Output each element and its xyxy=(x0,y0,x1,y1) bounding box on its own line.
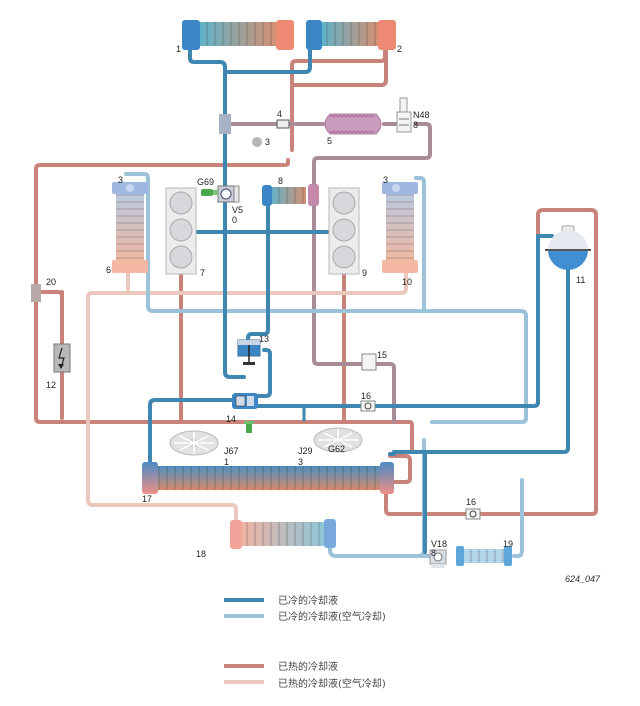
pipe-cooled-from-1 xyxy=(188,46,246,379)
component-15-valve xyxy=(361,353,377,371)
label-j67: J67 xyxy=(224,446,239,456)
purple-pipes xyxy=(228,122,432,424)
pipe-heated-17-right xyxy=(388,454,412,484)
component-18-cooler xyxy=(230,519,336,549)
label-n48-sub: 8 xyxy=(413,120,418,130)
legend-swatch-heated xyxy=(224,664,264,668)
label-19: 19 xyxy=(503,539,513,549)
label-3-upper: 3 xyxy=(265,137,270,147)
label-9: 9 xyxy=(362,268,367,278)
label-3-left: 3 xyxy=(118,175,123,185)
pipe-cooled-main xyxy=(256,234,540,408)
component-1-heat-exchanger xyxy=(182,20,294,50)
label-16-upper: 16 xyxy=(361,391,371,401)
pipe-cooled-to-17 xyxy=(148,398,234,468)
component-4-check-valve xyxy=(276,119,290,129)
component-3-restrictor xyxy=(252,137,262,147)
component-v18-pump xyxy=(429,549,447,568)
component-n48-valve xyxy=(396,97,412,133)
component-17-main-radiator xyxy=(142,462,394,494)
label-v18: V18 xyxy=(431,539,447,549)
label-6: 6 xyxy=(106,265,111,275)
label-17: 17 xyxy=(142,494,152,504)
pipe-heated-to-11 xyxy=(384,208,598,516)
label-j67-sub: 1 xyxy=(224,457,229,467)
component-19-cooler xyxy=(456,546,512,566)
label-v5-sub: 0 xyxy=(232,215,237,225)
component-10-cooler xyxy=(382,182,418,273)
component-labels: 1 2 3 4 5 N48 8 3 G69 V5 0 8 3 6 7 9 10 … xyxy=(46,44,601,584)
label-j29: J29 xyxy=(298,446,313,456)
label-2: 2 xyxy=(397,44,402,54)
legend-item-heated: 已热的冷却液 xyxy=(224,660,338,673)
label-3-right: 3 xyxy=(383,175,388,185)
component-16-check-valve-upper xyxy=(360,400,376,412)
label-n48: N48 xyxy=(413,110,430,120)
component-8-heat-exchanger xyxy=(262,184,319,206)
label-g69: G69 xyxy=(197,177,214,187)
label-16-lower: 16 xyxy=(466,497,476,507)
component-v5-pump xyxy=(217,185,240,203)
heated-air-pipes xyxy=(86,270,408,522)
label-14: 14 xyxy=(226,414,236,424)
label-g62: G62 xyxy=(328,444,345,454)
figure-id: 624_047 xyxy=(565,574,601,584)
component-9-engine-bank xyxy=(328,187,360,275)
component-g69-sensor xyxy=(201,189,218,196)
pipe-heated-from-2 xyxy=(290,46,388,87)
radiator-fan-left xyxy=(169,430,219,456)
component-5-heater-core xyxy=(324,113,382,135)
label-v5: V5 xyxy=(232,205,243,215)
label-20: 20 xyxy=(46,277,56,287)
legend-swatch-cooled-air xyxy=(224,614,264,618)
pipe-heated-from-1 xyxy=(290,46,387,152)
component-14-pump xyxy=(232,393,258,433)
legend-label-heated-air: 已热的冷却液(空气冷却) xyxy=(278,677,386,690)
pipe-heated-12-loop xyxy=(40,290,64,298)
pipe-cooled-from-11 xyxy=(392,266,570,454)
label-7: 7 xyxy=(200,268,205,278)
legend-label-cooled-air: 已冷的冷却液(空气冷却) xyxy=(278,610,386,623)
component-13-valve xyxy=(237,339,261,365)
label-5: 5 xyxy=(327,136,332,146)
component-2-heat-exchanger xyxy=(306,20,396,50)
legend-label-cooled: 已冷的冷却液 xyxy=(278,594,338,607)
label-15: 15 xyxy=(377,350,387,360)
label-12: 12 xyxy=(46,380,56,390)
label-v18-sub: 8 xyxy=(431,548,436,558)
label-18: 18 xyxy=(196,549,206,559)
component-11-expansion-tank xyxy=(545,225,591,270)
component-20-connector xyxy=(31,284,41,302)
label-1: 1 xyxy=(176,44,181,54)
component-7-engine-bank xyxy=(165,187,197,275)
component-16-check-valve-lower xyxy=(465,508,481,520)
label-8: 8 xyxy=(278,176,283,186)
label-11: 11 xyxy=(576,275,585,285)
label-j29-sub: 3 xyxy=(298,457,303,467)
component-6-cooler xyxy=(112,182,148,273)
cooled-coolant-pipes xyxy=(148,46,570,554)
legend-item-heated-air: 已热的冷却液(空气冷却) xyxy=(224,677,386,690)
label-4: 4 xyxy=(277,109,282,119)
component-12-electric-heater xyxy=(53,343,71,373)
legend-label-heated: 已热的冷却液 xyxy=(278,660,338,673)
t-connector xyxy=(219,114,231,134)
legend-swatch-heated-air xyxy=(224,680,264,684)
legend-item-cooled: 已冷的冷却液 xyxy=(224,594,338,607)
legend-swatch-cooled xyxy=(224,598,264,602)
label-10: 10 xyxy=(402,277,412,287)
label-13: 13 xyxy=(259,334,269,344)
radiator-fan-right xyxy=(313,427,363,453)
legend-item-cooled-air: 已冷的冷却液(空气冷却) xyxy=(224,610,386,623)
legend: 已冷的冷却液 已冷的冷却液(空气冷却) 已热的冷却液 已热的冷却液(空气冷却) xyxy=(224,594,386,690)
